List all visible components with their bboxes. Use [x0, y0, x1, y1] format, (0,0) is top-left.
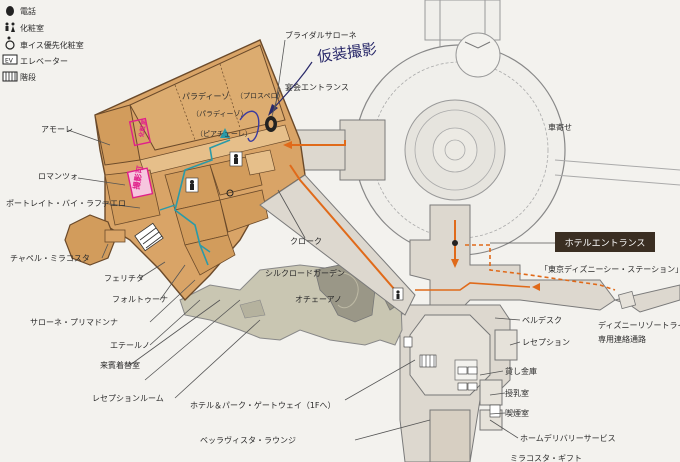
- label-paradiso: パラディーゾ: [182, 91, 229, 101]
- label-romanzo: ロマンツォ: [38, 172, 78, 181]
- restroom-icon: [489, 404, 501, 418]
- restroom-icon: [5, 22, 15, 32]
- leader-lines: [67, 39, 555, 441]
- legend-restroom: 化粧室: [20, 23, 44, 33]
- label-cloak: クローク: [290, 237, 322, 246]
- elevator-icon: EV: [2, 54, 18, 65]
- label-guest-changing: 来賓着替室: [100, 360, 140, 370]
- elevator-icon: [457, 366, 478, 391]
- entrance-driveway: [354, 0, 680, 256]
- map-legend: 電話 化粧室 車イス優先化粧室 EV エレベーター 階段: [2, 6, 84, 82]
- hotel-entrance-label: ホテルエントランス: [565, 238, 646, 249]
- label-fortuna: フォルトゥーナ: [112, 295, 168, 304]
- handwritten-note: 仮装撮影: [316, 40, 378, 66]
- route-markings: [159, 61, 616, 291]
- label-connecting-path: 専用連絡通路: [598, 334, 646, 344]
- legend-phone: 電話: [20, 6, 36, 16]
- label-nursing: 授乳室: [505, 388, 529, 398]
- pink-mark-b: 化粧室: [137, 119, 148, 138]
- restroom-icon: [229, 151, 243, 167]
- label-tokyo-station: 「東京ディズニーシー・ステーション」: [540, 264, 680, 274]
- banquet-wing: [64, 39, 416, 316]
- phone-icon: [403, 336, 413, 348]
- stairs-icon: [134, 222, 164, 252]
- restroom-icon: [392, 287, 404, 301]
- label-gift: ミラコスタ・ギフト: [510, 454, 582, 462]
- stairs-icon: [419, 354, 437, 368]
- label-felicita: フェリチタ: [104, 274, 144, 283]
- label-resort-line: ディズニーリゾートライン: [598, 320, 680, 330]
- chapel-miracosta: [64, 214, 116, 266]
- map-icons: [185, 116, 501, 418]
- label-salone-primadonna: サローネ・プリマドンナ: [30, 318, 118, 327]
- legend-elevator: エレベーター: [20, 57, 68, 66]
- route-teal: [174, 139, 231, 266]
- legend-wheelchair: 車イス優先化粧室: [20, 40, 84, 50]
- label-paradiso-small: （パラディーゾ）: [192, 109, 248, 118]
- hotel-entrance-badge: ホテルエントランス: [555, 232, 655, 252]
- label-chapel: チャペル・ミラコスタ: [10, 254, 90, 263]
- label-prospero: （プロスペロ）: [236, 92, 285, 100]
- legend-stairs: 階段: [20, 72, 36, 82]
- label-safety-box: 貸し金庫: [505, 366, 537, 376]
- pink-mark-a: 撮影可: [131, 165, 145, 190]
- wheelchair-icon: [5, 36, 15, 50]
- svg-text:EV: EV: [5, 58, 14, 65]
- label-eterno: エテールノ: [110, 341, 150, 350]
- phone-icon: [265, 116, 277, 132]
- restroom-icon: [185, 177, 199, 193]
- stairs-icon: [2, 71, 18, 82]
- pink-annotations: 撮影可 化粧室: [126, 117, 154, 199]
- label-amore: アモーレ: [41, 125, 73, 134]
- label-hotel-gateway: ホテル＆パーク・ゲートウェイ（1Fへ）: [190, 400, 336, 410]
- label-reception-room: レセプションルーム: [92, 394, 164, 403]
- phone-icon: [6, 6, 14, 16]
- label-portrait: ポートレイト・バイ・ラファエロ: [6, 199, 126, 208]
- label-home-delivery: ホームデリバリーサービス: [520, 433, 616, 443]
- label-bridal-salone: ブライダルサローネ: [285, 30, 357, 40]
- label-oceano: オチェーアノ: [295, 295, 342, 304]
- wheelchair-icon: [226, 189, 234, 197]
- label-bell-desk: ベルデスク: [522, 315, 562, 325]
- label-smoking: 喫煙室: [505, 408, 529, 418]
- label-reception: レセプション: [522, 338, 570, 347]
- label-banquet-entrance: 宴会エントランス: [285, 82, 349, 92]
- label-bella-vista: ベッラヴィスタ・ラウンジ: [200, 435, 296, 445]
- label-piacere: （ピアチェーレ）: [196, 130, 252, 138]
- room-paradiso: [129, 44, 286, 151]
- label-silk-road-garden: シルクロードガーデン: [265, 268, 345, 278]
- label-car-stop: 車寄せ: [548, 122, 572, 132]
